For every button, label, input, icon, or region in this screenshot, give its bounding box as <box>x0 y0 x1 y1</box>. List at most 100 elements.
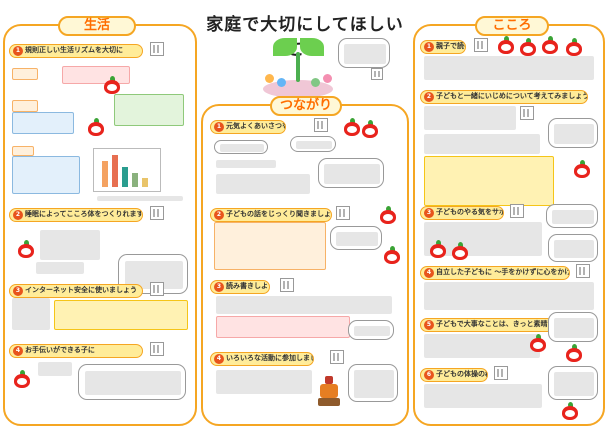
right-section-2-bubble-text <box>554 124 594 144</box>
greeting-text <box>216 174 310 194</box>
right-section-5-bubble-text <box>554 318 594 338</box>
right-section-3-bubble <box>546 204 598 228</box>
section-label: 子どもの話をじっくり聞きましょう <box>226 210 332 218</box>
left-section-4-tips <box>78 364 186 400</box>
mascot-icon <box>574 160 590 178</box>
mascot-icon <box>384 246 400 264</box>
right-section-3-bubble-b <box>548 234 598 262</box>
right-section-4-qr <box>576 264 590 278</box>
festival-illustration <box>314 376 344 408</box>
greeting-caption <box>216 160 276 168</box>
middle-section-3-tips <box>216 316 350 338</box>
greeting-bubble-c-text <box>324 164 380 184</box>
right-section-3-bubble-b-text <box>554 240 594 258</box>
left-section-3-qr <box>150 282 164 296</box>
left-section-2-qr <box>150 206 164 220</box>
section-number: 3 <box>424 208 434 218</box>
right-section-2-bubble <box>548 118 598 148</box>
right-section-2-qr <box>520 106 534 120</box>
section-number: 1 <box>214 122 224 132</box>
right-section-1-text <box>424 56 594 80</box>
middle-section-1-qr <box>314 118 328 132</box>
section-label: 自立した子どもに ～手をかけずに心をかける～ <box>436 268 569 276</box>
left-section-1-block-g <box>12 156 80 194</box>
middle-section-3: 3読み書きしよう <box>210 280 270 294</box>
section-label: 子どものやる気をサポート <box>436 208 503 216</box>
left-section-4-text <box>38 362 72 376</box>
section-label: 規則正しい生活リズムを大切に <box>25 46 123 54</box>
section-number: 2 <box>214 210 224 220</box>
mascot-icon <box>566 344 582 362</box>
right-section-6-text <box>424 384 542 408</box>
mascot-icon <box>520 38 536 56</box>
greeting-bubble-b-text <box>296 141 332 149</box>
section-number: 4 <box>424 268 434 278</box>
left-section-2-text <box>40 230 100 260</box>
section-label: 子どもと一緒にいじめについて考えてみましょう <box>436 92 588 100</box>
middle-section-4-qr <box>330 350 344 364</box>
right-column-title: こころ <box>475 16 549 36</box>
intro-text <box>344 44 386 64</box>
left-section-1-block-d <box>12 112 74 134</box>
middle-section-3-qr <box>280 278 294 292</box>
section-number: 2 <box>424 92 434 102</box>
right-section-3-bubble-text <box>552 210 594 224</box>
mascot-icon <box>104 76 120 94</box>
intro-bubble <box>338 38 390 68</box>
section-label: 読み書きしよう <box>226 282 269 290</box>
mascot-icon <box>542 36 558 54</box>
middle-section-4: 4いろいろな活動に参加しましょう <box>210 352 314 366</box>
section-label: お手伝いができる子に <box>25 346 95 354</box>
mascot-icon <box>452 242 468 260</box>
middle-section-3-bubble <box>348 320 394 340</box>
mascot-icon <box>530 334 546 352</box>
right-section-3: 3子どものやる気をサポート <box>420 206 504 220</box>
left-section-2-note <box>36 262 84 274</box>
middle-section-4-bubble-text <box>354 370 394 398</box>
right-section-2-text <box>424 134 540 154</box>
left-section-4-qr <box>150 342 164 356</box>
section-label: 子どもの体操の秘 <box>436 370 488 378</box>
right-section-2-intro <box>424 106 516 130</box>
mascot-icon <box>380 206 396 224</box>
mascot-icon <box>430 240 446 258</box>
right-section-5-bubble <box>548 312 598 342</box>
right-section-4-text <box>424 282 594 310</box>
section-number: 4 <box>214 354 224 364</box>
middle-section-4-text <box>216 370 312 394</box>
middle-section-3-bubble-text <box>354 326 390 336</box>
middle-section-4-bubble <box>348 364 398 402</box>
left-section-3-text <box>12 298 50 330</box>
left-section-3-rules <box>54 300 188 330</box>
section-number: 4 <box>13 346 23 356</box>
mascot-icon <box>498 36 514 54</box>
section-label: 睡眠によってこころ体をつくりれます <box>25 210 143 218</box>
mascot-icon <box>14 370 30 388</box>
section-label: 元気よくあいさつを <box>226 122 286 130</box>
right-section-5-text <box>424 334 540 358</box>
mascot-icon <box>88 118 104 136</box>
mascot-icon <box>562 402 578 420</box>
section-number: 1 <box>424 42 434 52</box>
middle-section-2-bubble-text <box>336 232 378 246</box>
left-section-1-block-e <box>114 94 184 126</box>
section-label: いろいろな活動に参加しましょう <box>226 354 313 362</box>
greeting-bubble-a-text <box>220 144 264 152</box>
sprout-illustration <box>263 30 333 100</box>
greeting-bubble-b <box>290 136 336 152</box>
section-number: 5 <box>424 320 434 330</box>
section-number: 3 <box>214 282 224 292</box>
left-column-title: 生活 <box>58 16 136 36</box>
greeting-bubble-a <box>214 140 268 154</box>
mascot-icon <box>362 120 378 138</box>
left-column-panel <box>3 24 197 426</box>
